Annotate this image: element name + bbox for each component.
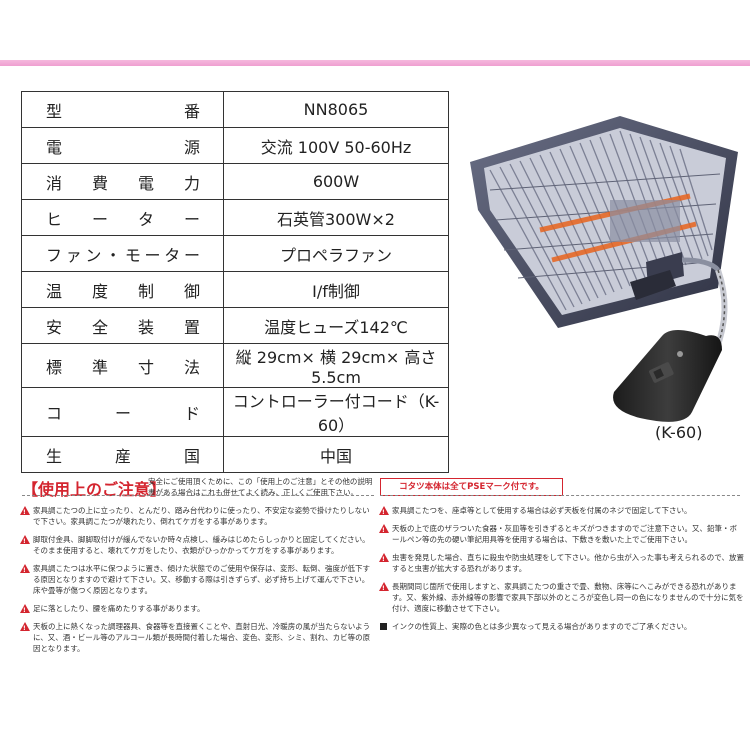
spec-row: 標準寸法 縦 29cm× 横 29cm× 高さ 5.5cm xyxy=(21,343,449,388)
spec-value: 温度ヒューズ142℃ xyxy=(223,307,449,344)
spec-label: ファン・モーター xyxy=(21,235,224,272)
spec-row: 生産国 中国 xyxy=(21,436,449,473)
spec-value: I/f制御 xyxy=(223,271,449,308)
notice-item: 長期間同じ箇所で使用しますと、家具調こたつの重さで畳、敷物、床等にへこみができる… xyxy=(379,581,744,614)
notice-item: 天板の上に熱くなった調理器具、食器等を直接置くことや、直射日光、冷暖房の風が当た… xyxy=(20,621,372,654)
spec-value: コントローラー付コード（K-60） xyxy=(223,387,449,437)
spec-label: ヒーター xyxy=(21,199,224,236)
square-bullet-icon xyxy=(380,623,387,630)
spec-value: 中国 xyxy=(223,436,449,473)
warning-icon xyxy=(20,564,30,576)
controller-k60 xyxy=(613,269,728,422)
notice-item: 虫害を発見した場合、直ちに殺虫や防虫処理をして下さい。他から虫が入った事も考えら… xyxy=(379,552,744,574)
spec-value: 縦 29cm× 横 29cm× 高さ 5.5cm xyxy=(223,343,449,388)
warning-icon xyxy=(379,582,389,594)
spec-row: 安全装置 温度ヒューズ142℃ xyxy=(21,307,449,344)
spec-label: 型番 xyxy=(21,91,224,128)
spec-value: NN8065 xyxy=(223,91,449,128)
controller-caption: (K-60) xyxy=(655,423,703,442)
spec-label-text: 標準寸法 xyxy=(46,357,201,377)
spec-label-text: 安全装置 xyxy=(46,317,201,337)
spec-row: 型番 NN8065 xyxy=(21,91,449,128)
spec-label: 標準寸法 xyxy=(21,343,224,388)
pse-mark-label: コタツ本体は全てPSEマーク付です。 xyxy=(380,478,563,496)
warning-icon xyxy=(20,604,30,616)
notice-item-text: 天板の上に熱くなった調理器具、食器等を直接置くことや、直射日光、冷暖房の風が当た… xyxy=(33,622,371,653)
spec-label-text: 型番 xyxy=(46,101,201,121)
notice-right-column: 家具調こたつを、座卓等として使用する場合は必ず天板を付属のネジで固定して下さい。… xyxy=(379,505,744,639)
spec-value: 交流 100V 50-60Hz xyxy=(223,127,449,164)
warning-icon xyxy=(20,622,30,634)
notice-item-text: 天板の上で底のザラついた食器・灰皿等を引きずるとキズがつきますのでご注意下さい。… xyxy=(392,524,737,544)
spec-table: 型番 NN8065 電源 交流 100V 50-60Hz 消費電力 600W ヒーター 石英管… xyxy=(21,91,449,473)
spec-label: コード xyxy=(21,387,224,437)
spec-row: 温度制御 I/f制御 xyxy=(21,271,449,308)
spec-label-text: 消費電力 xyxy=(46,173,201,193)
divider-right xyxy=(380,495,740,496)
spec-row: ヒーター 石英管300W×2 xyxy=(21,199,449,236)
spec-row: ファン・モーター プロペラファン xyxy=(21,235,449,272)
notice-item: 家具調こたつを、座卓等として使用する場合は必ず天板を付属のネジで固定して下さい。 xyxy=(379,505,744,518)
notice-intro: 安全にご使用頂くために、この「使用上のご注意」とその他の説明書がある場合はこれも… xyxy=(148,477,373,497)
notice-title: 【使用上のご注意】 xyxy=(22,480,167,499)
notice-left-column: 家具調こたつの上に立ったり、とんだり、踏み台代わりに使ったり、不安定な姿勢で掛け… xyxy=(20,505,372,661)
spec-value: 石英管300W×2 xyxy=(223,199,449,236)
header-pink-band xyxy=(0,60,750,66)
notice-item: 家具調こたつは水平に保つように置き、傾けた状態でのご使用や保存は、変形、転倒、強… xyxy=(20,563,372,596)
notice-item-text: 長期間同じ箇所で使用しますと、家具調こたつの重さで畳、敷物、床等にへこみができる… xyxy=(392,582,744,613)
spec-label-text: コード xyxy=(46,404,201,423)
notice-item: 脚取付金具、脚脚取付けが緩んでないか時々点検し、緩みはじめたらしっかりと固定して… xyxy=(20,534,372,556)
notice-item: 足に落としたり、腰を痛めたりする事があります。 xyxy=(20,603,372,616)
spec-row: 消費電力 600W xyxy=(21,163,449,200)
notice-item-text: 足に落としたり、腰を痛めたりする事があります。 xyxy=(33,604,205,613)
notice-item-text: 虫害を発見した場合、直ちに殺虫や防虫処理をして下さい。他から虫が入った事も考えら… xyxy=(392,553,744,573)
notice-item: 家具調こたつの上に立ったり、とんだり、踏み台代わりに使ったり、不安定な姿勢で掛け… xyxy=(20,505,372,527)
spec-label-text: ヒーター xyxy=(46,209,201,229)
spec-label-text: 温度制御 xyxy=(46,281,201,301)
ink-note-text: インクの性質上、実際の色とは多少異なって見える場合がありますのでご了承ください。 xyxy=(392,622,692,631)
product-image xyxy=(470,116,738,422)
spec-label: 温度制御 xyxy=(21,271,224,308)
divider-left xyxy=(22,495,374,496)
spec-row: 電源 交流 100V 50-60Hz xyxy=(21,127,449,164)
spec-value: プロペラファン xyxy=(223,235,449,272)
notice-item-text: 家具調こたつの上に立ったり、とんだり、踏み台代わりに使ったり、不安定な姿勢で掛け… xyxy=(33,506,370,526)
warning-icon xyxy=(20,506,30,518)
ink-note: インクの性質上、実際の色とは多少異なって見える場合がありますのでご了承ください。 xyxy=(379,621,744,632)
warning-icon xyxy=(379,506,389,518)
notice-item-text: 家具調こたつを、座卓等として使用する場合は必ず天板を付属のネジで固定して下さい。 xyxy=(392,506,692,515)
notice-item-text: 家具調こたつは水平に保つように置き、傾けた状態でのご使用や保存は、変形、転倒、強… xyxy=(33,564,370,595)
spec-label: 安全装置 xyxy=(21,307,224,344)
heater-unit xyxy=(470,116,738,328)
notice-item-text: 脚取付金具、脚脚取付けが緩んでないか時々点検し、緩みはじめたらしっかりと固定して… xyxy=(33,535,370,555)
spec-label: 生産国 xyxy=(21,436,224,473)
notice-item: 天板の上で底のザラついた食器・灰皿等を引きずるとキズがつきますのでご注意下さい。… xyxy=(379,523,744,545)
spec-label: 消費電力 xyxy=(21,163,224,200)
spec-row: コード コントローラー付コード（K-60） xyxy=(21,387,449,437)
warning-icon xyxy=(379,553,389,565)
spec-label-text: 生産国 xyxy=(46,446,201,466)
spec-value: 600W xyxy=(223,163,449,200)
warning-icon xyxy=(20,535,30,547)
spec-label-text: ファン・モーター xyxy=(46,245,201,265)
spec-label-text: 電源 xyxy=(46,137,201,157)
spec-label: 電源 xyxy=(21,127,224,164)
warning-icon xyxy=(379,524,389,536)
